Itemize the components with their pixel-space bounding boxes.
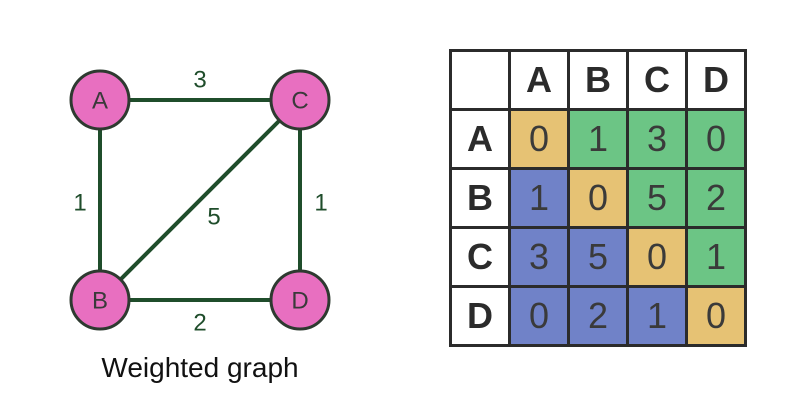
matrix-row: D 0 2 1 0 [449,285,747,347]
node-circle [269,69,331,131]
matrix-cell: 2 [685,167,747,229]
node-label: D [291,288,308,315]
edge-b-c [98,98,302,302]
matrix-corner-cell [449,49,511,111]
graph-caption: Weighted graph [101,352,299,383]
weighted-graph-diagram: 3 1 1 5 2 A B C D [69,67,331,337]
node-c: C [269,69,331,131]
matrix-row-header: A [449,108,511,170]
matrix-cell: 1 [685,226,747,288]
matrix-cell: 0 [626,226,688,288]
node-circle [269,269,331,331]
node-circle [69,269,131,331]
edge-weight-label: 5 [207,204,220,231]
matrix-cell: 5 [626,167,688,229]
matrix-cell: 2 [567,285,629,347]
matrix-row: C 3 5 0 1 [449,226,747,288]
matrix-col-header: C [626,49,688,111]
matrix-cell: 1 [567,108,629,170]
matrix-col-header: A [508,49,570,111]
node-a: A [69,69,131,131]
node-label: C [291,88,308,115]
matrix-row-header: B [449,167,511,229]
edge-weight-label: 3 [193,67,206,94]
matrix-cell: 0 [567,167,629,229]
adjacency-matrix: A B C D A 0 1 3 0 B 1 0 5 2 C 3 5 0 1 D … [449,49,747,347]
matrix-cell: 3 [626,108,688,170]
matrix-cell: 1 [508,167,570,229]
matrix-col-header: D [685,49,747,111]
node-d: D [269,269,331,331]
node-label: A [92,88,108,115]
matrix-row-header: D [449,285,511,347]
matrix-cell: 0 [508,108,570,170]
node-b: B [69,269,131,331]
matrix-cell: 0 [685,285,747,347]
edge-weight-label: 2 [193,310,206,337]
matrix-cell: 0 [508,285,570,347]
matrix-row: A 0 1 3 0 [449,108,747,170]
matrix-cell: 3 [508,226,570,288]
matrix-cell: 5 [567,226,629,288]
matrix-col-header: B [567,49,629,111]
matrix-cell: 0 [685,108,747,170]
matrix-row: B 1 0 5 2 [449,167,747,229]
edge-weight-label: 1 [73,190,86,217]
node-circle [69,69,131,131]
matrix-header-row: A B C D [449,49,747,111]
edge-weight-label: 1 [314,190,327,217]
matrix-row-header: C [449,226,511,288]
node-label: B [92,288,108,315]
matrix-cell: 1 [626,285,688,347]
